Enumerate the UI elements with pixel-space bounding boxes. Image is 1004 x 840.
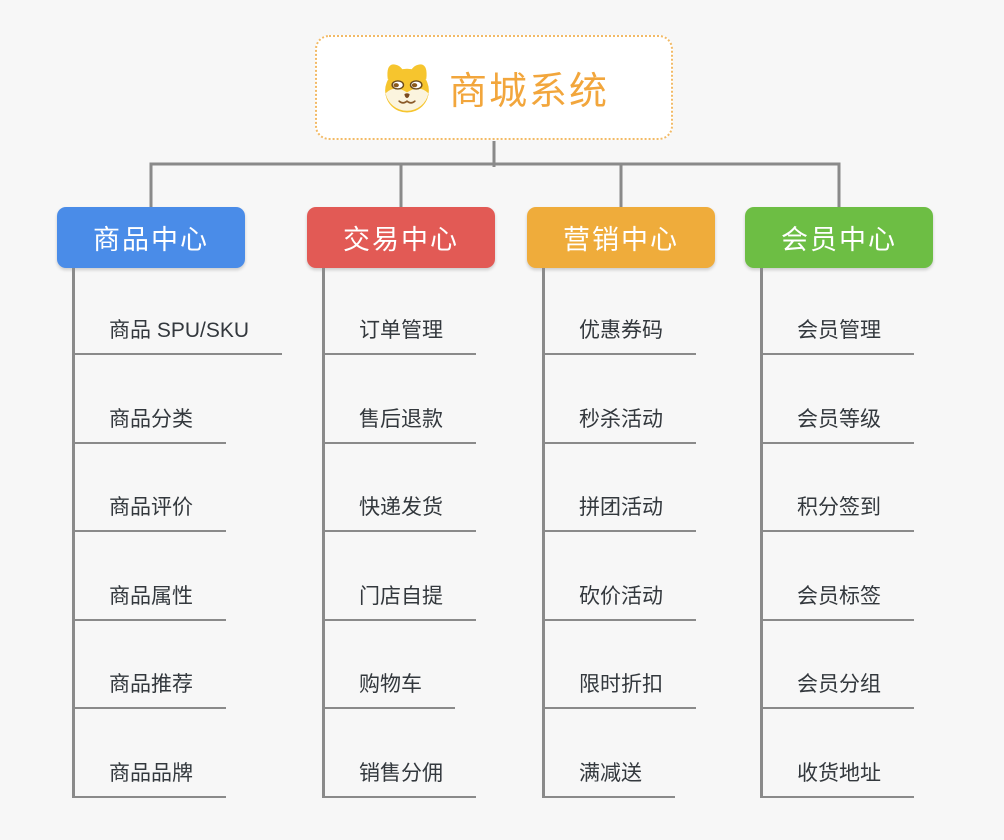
leaf-label: 会员分组: [763, 668, 914, 710]
root-node[interactable]: 商城系统: [315, 35, 673, 140]
leaf-item[interactable]: 售后退款: [325, 355, 495, 444]
leaf-item[interactable]: 砍价活动: [545, 532, 715, 621]
branch-header-3[interactable]: 营销中心: [527, 207, 715, 268]
leaf-label: 销售分佣: [325, 757, 476, 798]
leaf-item[interactable]: 商品属性: [75, 532, 245, 621]
branch-header-4[interactable]: 会员中心: [745, 207, 933, 268]
branch-column-1: 商品中心 商品 SPU/SKU 商品分类 商品评价 商品属性 商品推荐 商品品牌: [57, 207, 283, 798]
leaf-item[interactable]: 商品 SPU/SKU: [75, 268, 283, 355]
leaf-label: 商品 SPU/SKU: [75, 314, 283, 355]
leaf-item[interactable]: 购物车: [325, 621, 495, 710]
leaf-label: 商品属性: [75, 580, 226, 621]
leaf-label: 收货地址: [763, 757, 914, 798]
leaf-label: 快递发货: [325, 491, 476, 533]
leaf-item[interactable]: 限时折扣: [545, 621, 715, 710]
leaf-label: 商品品牌: [75, 757, 226, 798]
leaf-item[interactable]: 收货地址: [763, 709, 933, 798]
leaf-label: 砍价活动: [545, 580, 696, 621]
leaf-list: 订单管理 售后退款 快递发货 门店自提 购物车 销售分佣: [322, 268, 495, 798]
branch-header-1[interactable]: 商品中心: [57, 207, 245, 268]
leaf-item[interactable]: 订单管理: [325, 268, 495, 355]
leaf-item[interactable]: 会员标签: [763, 532, 933, 621]
branch-column-3: 营销中心 优惠券码 秒杀活动 拼团活动 砍价活动 限时折扣 满减送: [527, 207, 715, 798]
leaf-item[interactable]: 优惠券码: [545, 268, 715, 355]
leaf-label: 拼团活动: [545, 491, 696, 533]
leaf-label: 积分签到: [763, 491, 914, 533]
branch-header-2[interactable]: 交易中心: [307, 207, 495, 268]
branch-column-2: 交易中心 订单管理 售后退款 快递发货 门店自提 购物车 销售分佣: [307, 207, 495, 798]
leaf-label: 商品评价: [75, 491, 226, 533]
leaf-list: 商品 SPU/SKU 商品分类 商品评价 商品属性 商品推荐 商品品牌: [72, 268, 283, 798]
leaf-label: 售后退款: [325, 403, 476, 444]
leaf-label: 门店自提: [325, 580, 476, 621]
dog-face-icon: [385, 63, 429, 112]
leaf-item[interactable]: 销售分佣: [325, 709, 495, 798]
leaf-item[interactable]: 商品分类: [75, 355, 245, 444]
leaf-label: 订单管理: [325, 314, 476, 355]
leaf-label: 购物车: [325, 668, 455, 710]
leaf-label: 会员管理: [763, 314, 914, 355]
leaf-label: 商品推荐: [75, 668, 226, 710]
leaf-label: 限时折扣: [545, 668, 696, 710]
leaf-item[interactable]: 快递发货: [325, 444, 495, 533]
leaf-list: 会员管理 会员等级 积分签到 会员标签 会员分组 收货地址: [760, 268, 933, 798]
leaf-label: 会员等级: [763, 403, 914, 444]
leaf-item[interactable]: 商品推荐: [75, 621, 245, 710]
leaf-item[interactable]: 商品评价: [75, 444, 245, 533]
leaf-label: 商品分类: [75, 403, 226, 444]
leaf-item[interactable]: 门店自提: [325, 532, 495, 621]
leaf-list: 优惠券码 秒杀活动 拼团活动 砍价活动 限时折扣 满减送: [542, 268, 715, 798]
leaf-label: 优惠券码: [545, 314, 696, 355]
leaf-label: 满减送: [545, 757, 675, 798]
leaf-item[interactable]: 会员分组: [763, 621, 933, 710]
leaf-label: 会员标签: [763, 580, 914, 621]
leaf-item[interactable]: 拼团活动: [545, 444, 715, 533]
leaf-item[interactable]: 满减送: [545, 709, 715, 798]
root-title: 商城系统: [448, 71, 609, 113]
leaf-item[interactable]: 秒杀活动: [545, 355, 715, 444]
leaf-item[interactable]: 会员管理: [763, 268, 933, 355]
leaf-label: 秒杀活动: [545, 403, 696, 444]
leaf-item[interactable]: 商品品牌: [75, 709, 245, 798]
leaf-item[interactable]: 积分签到: [763, 444, 933, 533]
leaf-item[interactable]: 会员等级: [763, 355, 933, 444]
branch-column-4: 会员中心 会员管理 会员等级 积分签到 会员标签 会员分组 收货地址: [745, 207, 933, 798]
